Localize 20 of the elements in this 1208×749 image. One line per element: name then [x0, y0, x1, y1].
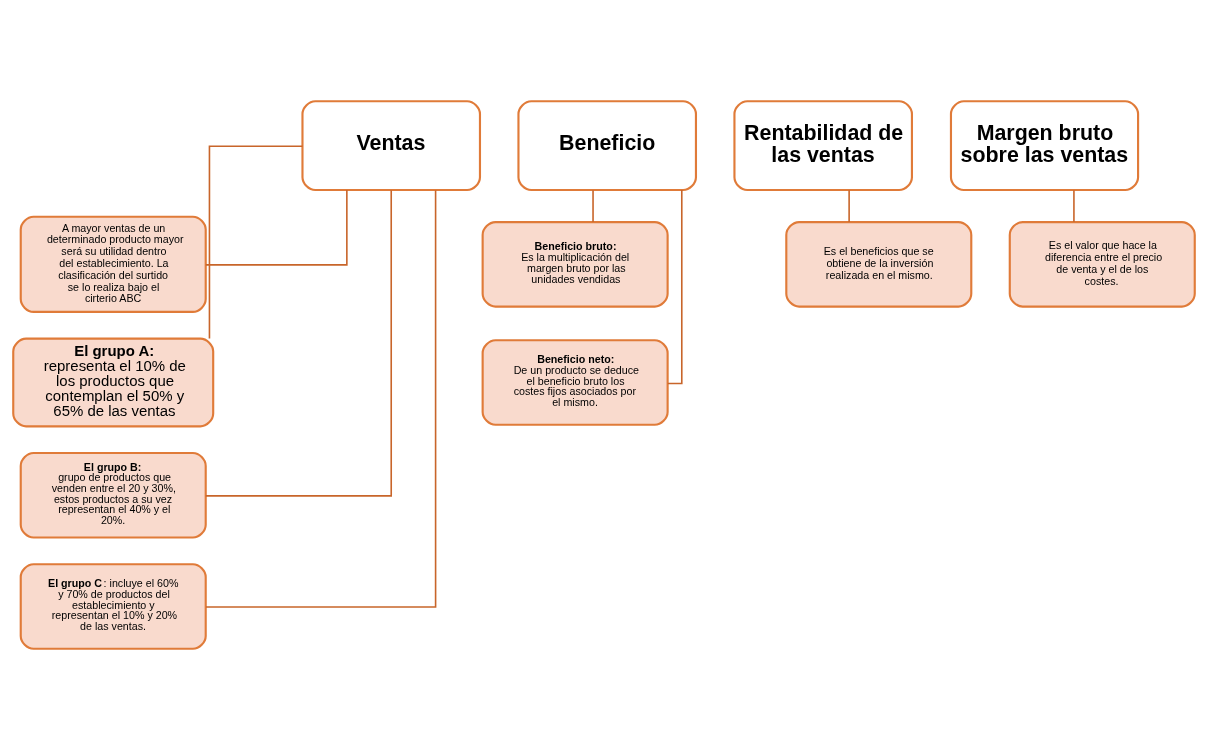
node-box: Beneficio	[517, 99, 698, 191]
connector	[205, 189, 437, 608]
node-box: Ventas	[301, 99, 482, 191]
node-box: Beneficio neto: De un producto se deduce el beneficio bruto los costes fijos asociados por el mismo.	[481, 338, 669, 426]
node-box: Rentabilidad de las ventas	[733, 99, 913, 191]
connector	[208, 144, 304, 339]
connector	[205, 189, 393, 497]
connector	[205, 188, 348, 266]
node-box: Margen bruto sobre las ventas	[949, 99, 1140, 191]
node-box: Es el beneficios que se obtiene de la inversión realizada en el mismo.	[785, 220, 973, 308]
node-box: El grupo A: representa el 10% de los productos que contemplan el 50% y 65% de las ventas	[12, 337, 215, 427]
connector	[1073, 188, 1075, 223]
node-box: El grupo B: grupo de productos que venden entre el 20 y 30%, estos productos a su vez representan el 40% y el 20%.	[19, 451, 207, 539]
node-box: A mayor ventas de un determinado producto mayor será su utilidad dentro del establecimiento. La clasificación del surtido se lo realiza bajo el cirterio ABC	[19, 215, 207, 313]
node-box: El grupo C: incluye el 60% y 70% de productos del establecimiento y representan el 10% y 20% de las ventas.	[19, 562, 207, 650]
connector	[592, 188, 594, 223]
connector	[667, 188, 683, 384]
node-box: Beneficio bruto: Es la multiplicación del margen bruto por las unidades vendidas	[481, 220, 669, 308]
node-box: Es el valor que hace la diferencia entre el precio de venta y el de los costes.	[1008, 220, 1196, 308]
connector	[848, 188, 850, 223]
